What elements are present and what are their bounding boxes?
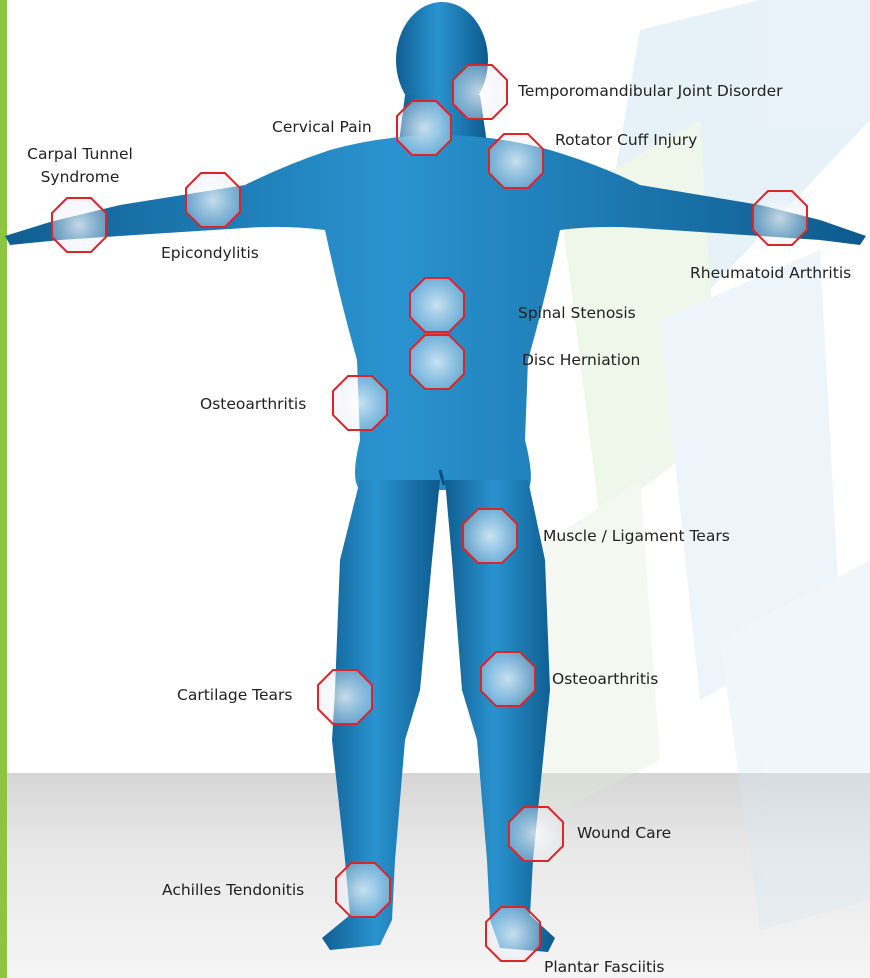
marker-osteo-knee	[481, 652, 535, 706]
label-osteoarthritis-hip: Osteoarthritis	[200, 394, 306, 414]
marker-tmj	[453, 65, 507, 119]
marker-muscle	[463, 509, 517, 563]
marker-epicondylitis	[186, 173, 240, 227]
label-spinal-stenosis: Spinal Stenosis	[518, 303, 636, 323]
label-tmj: Temporomandibular Joint Disorder	[518, 81, 782, 101]
marker-carpal	[52, 198, 106, 252]
marker-osteo-hip	[333, 376, 387, 430]
marker-achilles	[336, 863, 390, 917]
marker-rheumatoid	[753, 191, 807, 245]
label-osteoarthritis-knee: Osteoarthritis	[552, 669, 658, 689]
label-carpal-tunnel-line1: Carpal Tunnel	[20, 144, 140, 164]
label-rotator-cuff: Rotator Cuff Injury	[555, 130, 697, 150]
label-achilles-tendonitis: Achilles Tendonitis	[162, 880, 304, 900]
marker-cervical	[397, 101, 451, 155]
marker-rotator	[489, 134, 543, 188]
label-rheumatoid-arthritis: Rheumatoid Arthritis	[690, 263, 851, 283]
label-carpal-tunnel-line2: Syndrome	[20, 167, 140, 187]
marker-wound	[509, 807, 563, 861]
label-epicondylitis: Epicondylitis	[161, 243, 259, 263]
label-cervical-pain: Cervical Pain	[272, 117, 372, 137]
marker-spinal	[410, 278, 464, 332]
label-disc-herniation: Disc Herniation	[522, 350, 640, 370]
marker-plantar	[486, 907, 540, 961]
label-plantar-fasciitis: Plantar Fasciitis	[544, 957, 665, 977]
label-wound-care: Wound Care	[577, 823, 671, 843]
marker-disc	[410, 335, 464, 389]
marker-cartilage	[318, 670, 372, 724]
label-cartilage-tears: Cartilage Tears	[177, 685, 293, 705]
label-muscle-ligament-tears: Muscle / Ligament Tears	[543, 526, 730, 546]
